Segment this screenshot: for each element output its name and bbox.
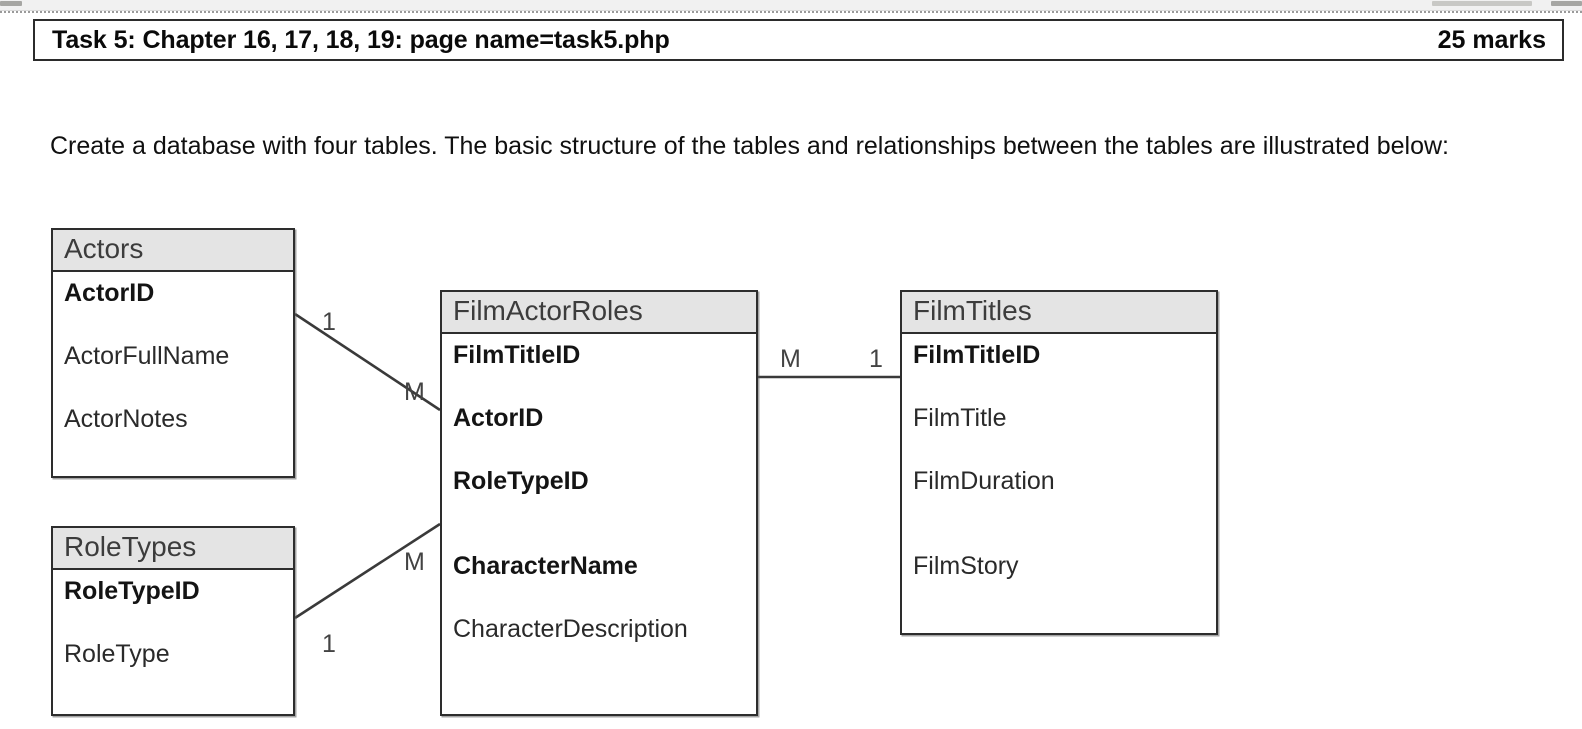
entity-actors-fields: ActorID ActorFullName ActorNotes [53,272,293,470]
ruler-left-margin-marker[interactable] [0,1,22,6]
entity-filmtitles-fields: FilmTitleID FilmTitle FilmDuration FilmS… [902,334,1216,617]
field-filmtitle: FilmTitle [913,404,1007,433]
cardinality-label-filmactorroles-many-top: M [404,378,425,406]
task-header-title: Task 5: Chapter 16, 17, 18, 19: page nam… [52,25,670,54]
field-characterdescription: CharacterDescription [453,615,688,644]
er-diagram: Actors ActorID ActorFullName ActorNotes … [0,190,1582,729]
entity-roletypes-title: RoleTypes [53,528,293,571]
field-roletypeid-fk: RoleTypeID [453,467,589,496]
entity-roletypes[interactable]: RoleTypes RoleTypeID RoleType [51,526,295,716]
entity-filmtitles-title: FilmTitles [902,292,1216,335]
task-header-marks: 25 marks [1437,25,1546,54]
cardinality-label-filmactorroles-many-bottom: M [404,548,425,576]
entity-actors-title: Actors [53,230,293,273]
entity-actors[interactable]: Actors ActorID ActorFullName ActorNotes [51,228,295,478]
ruler-tab-marker-b[interactable] [1551,1,1582,6]
entity-filmactorroles[interactable]: FilmActorRoles FilmTitleID ActorID RoleT… [440,290,758,716]
cardinality-label-filmactorroles-many-right: M [780,345,801,373]
document-ruler[interactable] [0,0,1582,11]
cardinality-label-actors-one: 1 [322,308,336,336]
ruler-tab-marker-a[interactable] [1432,1,1532,6]
cardinality-label-filmtitles-one: 1 [869,345,883,373]
field-charactername: CharacterName [453,552,638,581]
field-actorid-fk: ActorID [453,404,544,433]
task-header-box: Task 5: Chapter 16, 17, 18, 19: page nam… [33,19,1564,61]
intro-paragraph: Create a database with four tables. The … [50,132,1449,160]
field-actornotes: ActorNotes [64,405,188,434]
field-filmtitleid-pk: FilmTitleID [913,341,1041,370]
entity-roletypes-fields: RoleTypeID RoleType [53,570,293,705]
entity-filmactorroles-title: FilmActorRoles [442,292,756,335]
page-boundary-divider [0,11,1582,13]
field-roletypeid: RoleTypeID [64,577,200,606]
entity-filmtitles[interactable]: FilmTitles FilmTitleID FilmTitle FilmDur… [900,290,1218,635]
field-actorid: ActorID [64,279,155,308]
field-filmduration: FilmDuration [913,467,1055,496]
field-roletype: RoleType [64,640,170,669]
cardinality-label-roletypes-one: 1 [322,630,336,658]
field-filmstory: FilmStory [913,552,1019,581]
entity-filmactorroles-fields: FilmTitleID ActorID RoleTypeID Character… [442,334,756,680]
field-actorfullname: ActorFullName [64,342,230,371]
field-filmtitleid-fk: FilmTitleID [453,341,581,370]
